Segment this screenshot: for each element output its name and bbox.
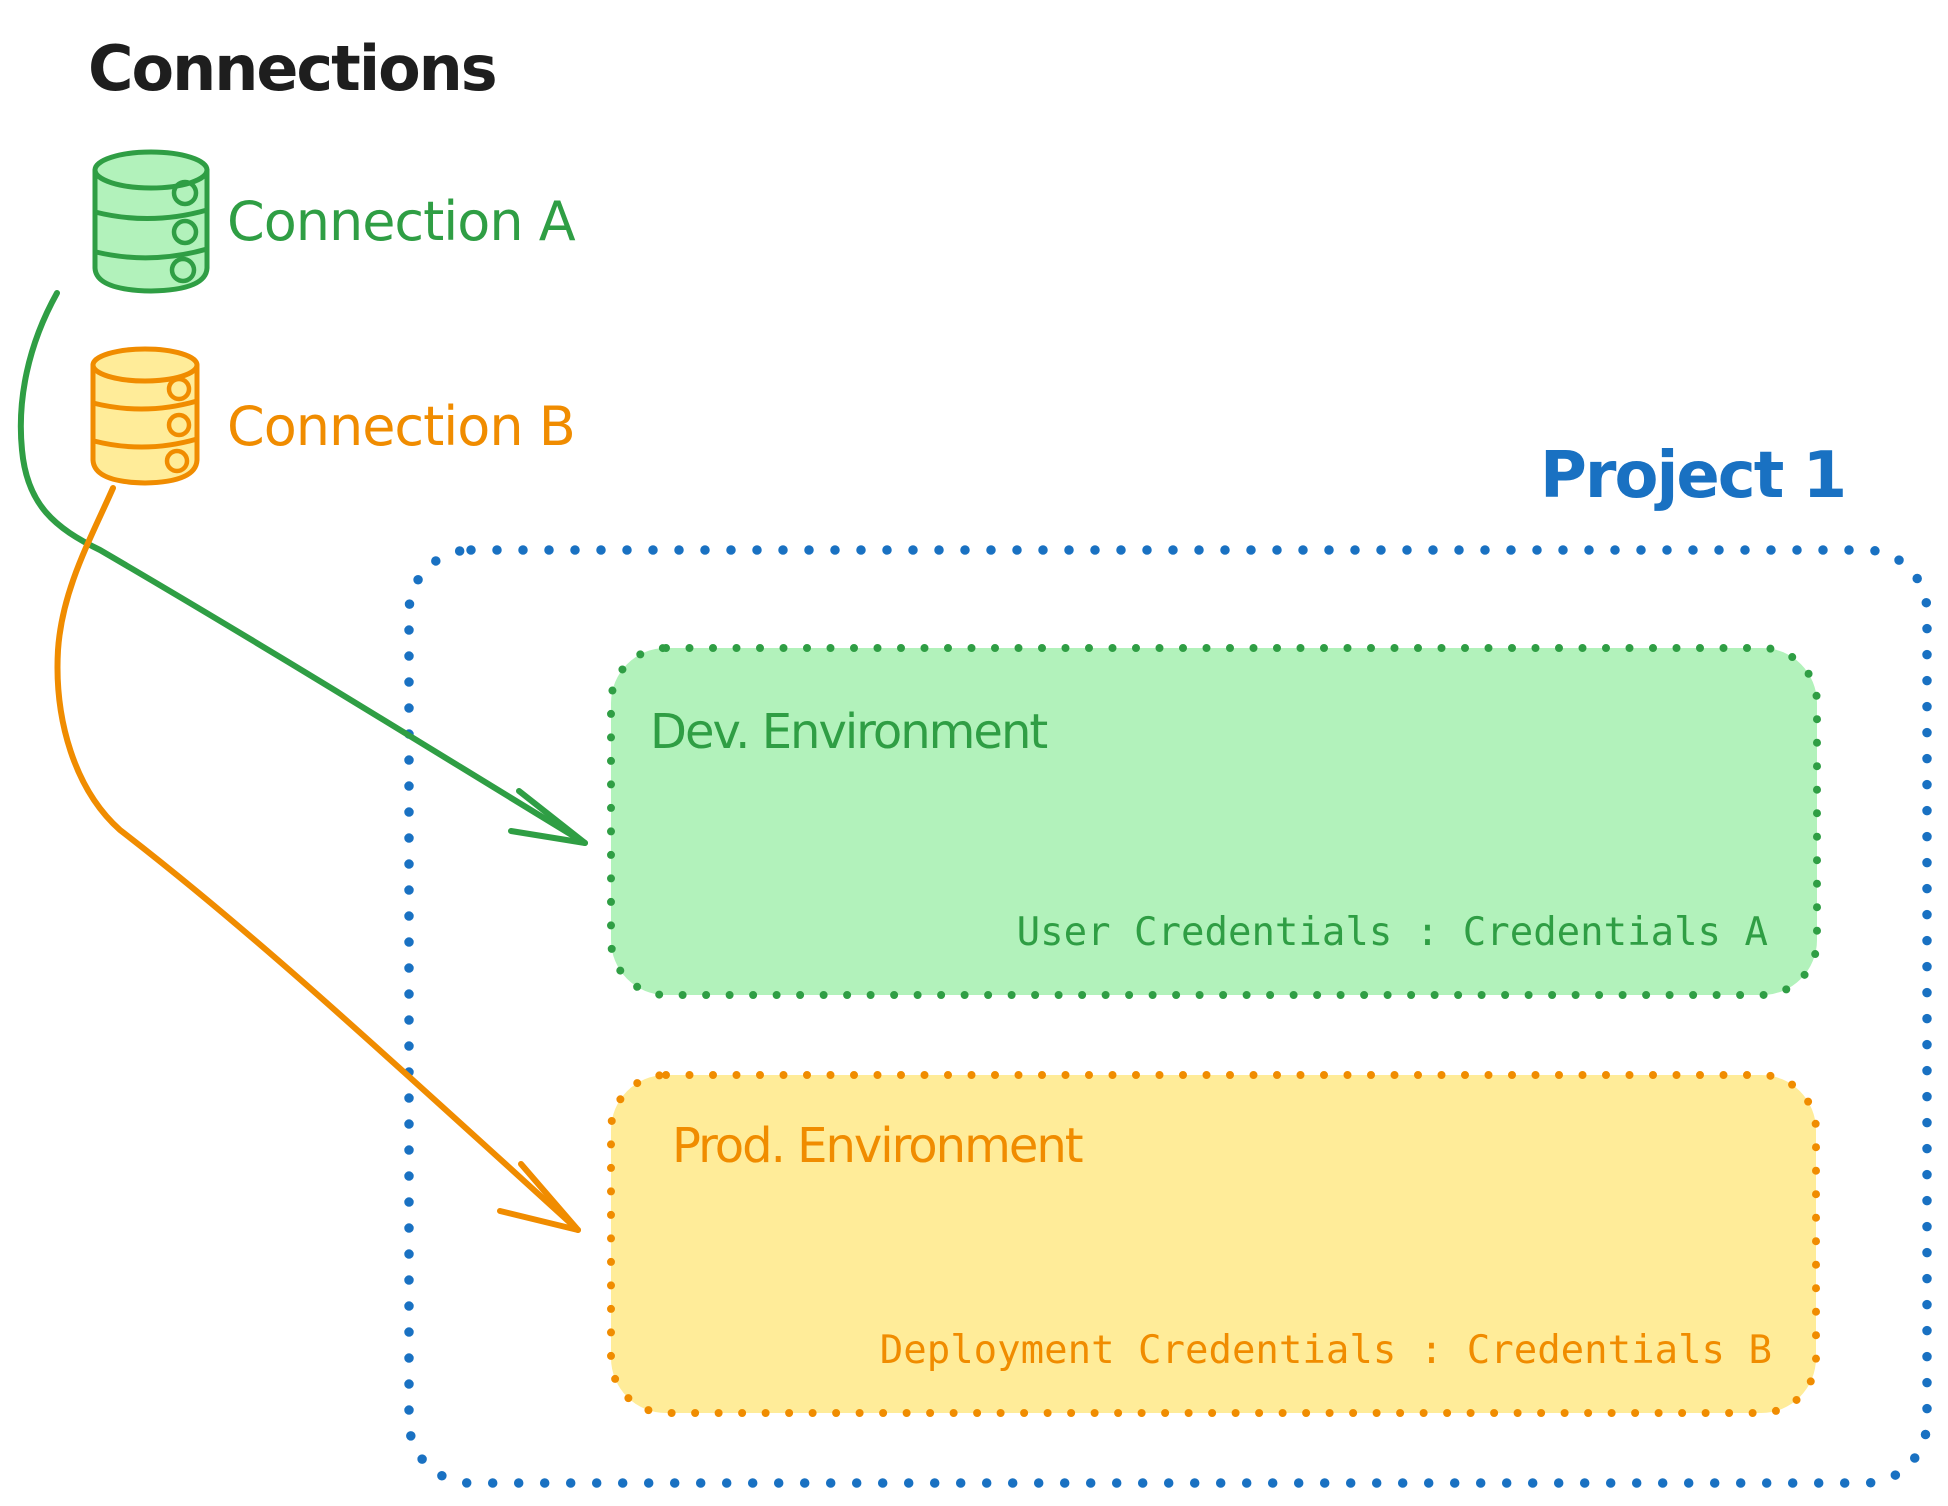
diagram-title: Connections	[88, 32, 496, 105]
database-icon	[90, 346, 200, 486]
project-border	[404, 545, 1932, 1488]
database-top	[92, 149, 210, 191]
database-divider	[91, 436, 200, 450]
arrow-head	[497, 1161, 581, 1233]
database-led	[166, 376, 192, 402]
database-icon	[92, 149, 210, 294]
arrow-head	[508, 788, 588, 846]
database-led	[169, 256, 197, 284]
project-title: Project 1	[1540, 439, 1845, 513]
database-divider	[90, 398, 200, 412]
prod-environment-box: Prod. Environment Deployment Credentials…	[607, 1071, 1820, 1417]
connection-a-label: Connection A	[227, 190, 576, 253]
connection-b-label: Connection B	[227, 395, 575, 458]
arrow-shaft	[17, 290, 588, 846]
database-divider	[93, 246, 210, 261]
database-led	[171, 179, 199, 207]
prod-environment-rect	[607, 1071, 1820, 1417]
connection-a-item: Connection A	[92, 149, 577, 294]
dev-environment-box: Dev. Environment User Credentials : Cred…	[607, 644, 1821, 999]
dev-environment-title: Dev. Environment	[650, 704, 1047, 760]
database-divider	[92, 207, 210, 222]
database-led	[166, 412, 192, 438]
database-top	[90, 346, 200, 384]
database-led	[171, 218, 199, 246]
database-led	[164, 448, 190, 474]
project-1-group: Project 1 Dev. Environment User Credenti…	[404, 439, 1932, 1488]
connection-a-to-dev-arrow	[17, 290, 588, 846]
arrow-shaft	[54, 485, 581, 1233]
connection-b-item: Connection B	[90, 346, 576, 486]
prod-environment-credentials: Deployment Credentials : Credentials B	[880, 1328, 1772, 1373]
dev-environment-rect	[607, 644, 1821, 999]
prod-environment-title: Prod. Environment	[672, 1118, 1083, 1174]
dev-environment-credentials: User Credentials : Credentials A	[1017, 910, 1768, 955]
connection-b-to-prod-arrow	[54, 485, 581, 1233]
